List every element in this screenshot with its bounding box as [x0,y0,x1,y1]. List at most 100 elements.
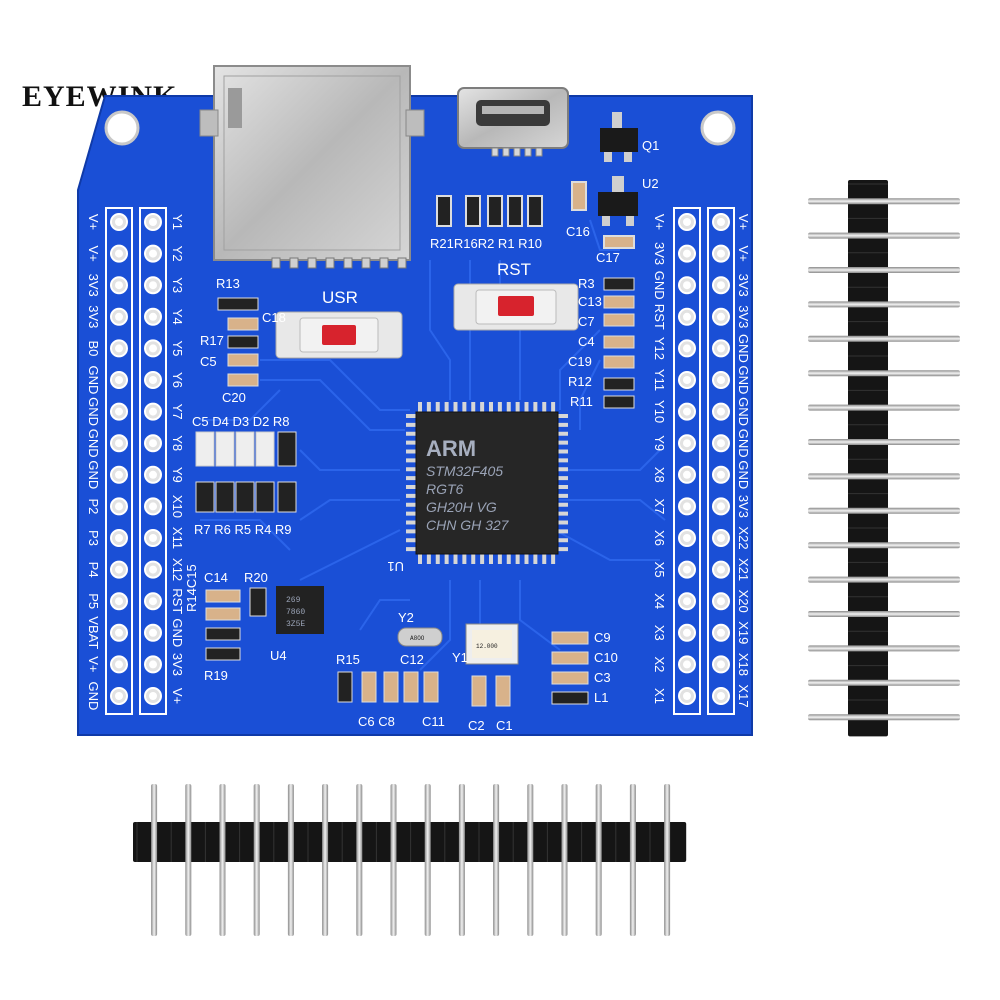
label-r17: R17 [200,333,224,348]
header-pin [808,232,960,239]
crystal-y2: A8OO [397,627,443,647]
chip-line-3: GH20H VG [426,499,497,515]
header-hole-center [683,249,691,258]
header-pin [287,784,294,936]
header-hole-center [149,407,157,416]
mcu-pin [558,449,568,454]
header-hole-center [717,628,725,637]
mcu-pin [497,402,502,412]
header-pin-label: RST [652,304,667,330]
mcu-pin [533,402,538,412]
chip-logo: ARM [426,436,476,461]
header-hole-center [717,502,725,511]
header-pin [595,784,602,936]
header-hole-center [149,597,157,606]
header-pin-label: X12 [170,558,185,581]
header-plastic-body [848,180,888,737]
header-pin-label: GND [736,429,751,458]
mcu-pin [542,402,547,412]
capacitor-c17 [603,235,635,249]
header-hole-center [683,376,691,384]
header-pin-label: GND [736,397,751,426]
header-pin-label: X22 [736,526,751,549]
label-r12: R12 [568,374,592,389]
label-l1: L1 [594,690,608,705]
header-hole-center [115,628,123,637]
header-pin-label: Y12 [652,337,667,360]
header-pin [808,335,960,342]
header-plastic-body [133,822,687,862]
header-pin-label: GND [736,366,751,395]
right-header-labels: V+3V3GNDRSTY12Y11Y10Y9X8X7X6X5X4X3X2X1V+… [652,214,751,708]
header-pin-label: X2 [652,656,667,672]
mcu-pin [558,547,568,552]
mcu-pin [497,554,502,564]
header-pin [808,473,960,480]
header-hole-center [115,565,123,574]
chip-line-2: RGT6 [426,481,464,497]
right-passives [603,277,635,409]
header-pin-label: V+ [86,214,101,230]
label-r20: R20 [244,570,268,585]
transistor-q1 [600,112,638,162]
micro-usb-port [457,87,569,157]
header-hole-center [717,376,725,384]
header-pin [808,404,960,411]
header-hole-center [149,534,157,542]
header-pin [185,784,192,936]
header-pin-label: X20 [736,590,751,613]
header-pin-label: GND [652,271,667,300]
header-pin-label: P3 [86,530,101,546]
rst-button[interactable] [453,283,579,331]
header-hole-center [115,249,123,258]
header-hole-center [149,218,157,226]
header-hole-center [717,344,725,353]
label-u4: U4 [270,648,287,663]
mcu-pin [558,485,568,489]
header-pin [808,542,960,549]
resistor-row [195,481,297,513]
header-hole-center [149,502,157,511]
header-hole-center [149,281,157,290]
left-header-labels: V+V+3V33V3B0GNDGNDGNDGNDP2P3P4P5VBATV+GN… [86,214,185,711]
header-hole-center [115,439,123,448]
label-c20: C20 [222,390,246,405]
header-pin-label: GND [86,397,101,426]
usr-button[interactable] [275,311,403,359]
header-hole-center [717,281,725,290]
label-r13: R13 [216,276,240,291]
header-pin-label: Y6 [170,372,185,388]
header-hole-center [683,660,691,669]
mcu-pin [406,467,416,472]
mcu-pin [471,554,476,564]
mcu-pin [406,449,416,454]
mcu-pin [542,554,547,564]
mcu-pin [406,502,416,507]
header-hole-center [717,470,725,479]
header-pin [390,784,397,936]
header-hole-center [115,692,123,700]
mcu-pin [558,476,568,481]
svg-text:A8OO: A8OO [410,635,425,642]
header-hole-center [717,312,725,321]
label-y1: Y1 [452,650,468,665]
header-pin [808,439,960,445]
mcu-pin [558,520,568,525]
mounting-hole [700,110,736,146]
label-c7: C7 [578,314,595,329]
header-pin [808,507,960,514]
header-pin-label: GND [736,334,751,363]
label-top-resistors: R21R16R2 R1 R10 [430,236,542,251]
mcu-pin [506,402,511,412]
header-pin-label: P4 [86,562,101,578]
header-hole-center [717,249,725,258]
mcu-pin [462,554,467,564]
header-pin-label: V+ [86,245,101,261]
header-hole-center [115,312,123,321]
header-hole-center [683,218,691,226]
label-r14c15: R14C15 [184,564,199,612]
mcu-pin [480,554,485,564]
mcu-pin [515,402,520,412]
mcu-pin [489,402,493,412]
label-q1: Q1 [642,138,659,153]
